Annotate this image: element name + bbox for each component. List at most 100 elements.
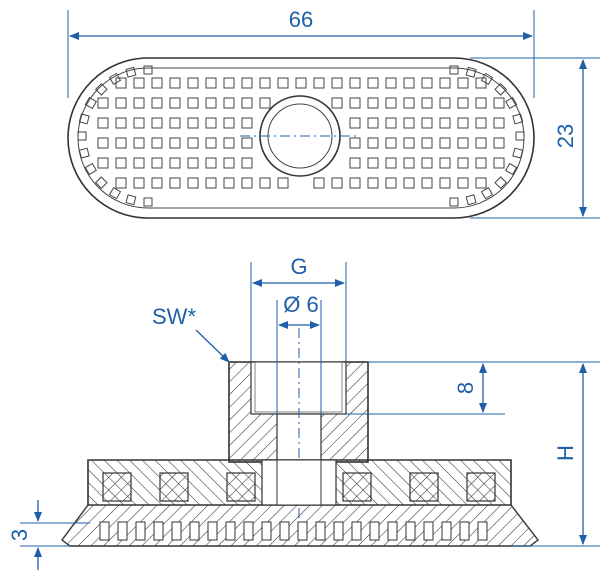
grid-cell xyxy=(115,97,127,109)
lip-slots xyxy=(99,521,488,541)
grid-cell xyxy=(151,157,163,169)
lip-slot xyxy=(351,521,362,541)
edge-cell xyxy=(108,72,122,85)
grid-cell xyxy=(331,177,343,189)
lip-slot xyxy=(225,521,236,541)
grid-cell xyxy=(133,157,145,169)
lip-slot xyxy=(99,521,110,541)
grid-cell xyxy=(277,77,289,89)
grid-cell xyxy=(241,77,253,89)
lip-slot xyxy=(243,521,254,541)
grid-cell xyxy=(133,177,145,189)
grid-cell xyxy=(493,117,505,129)
grid-cell xyxy=(439,137,451,149)
grid-cell xyxy=(241,137,253,149)
grid-cell xyxy=(151,137,163,149)
wrench-size-label: SW* xyxy=(152,304,196,329)
grid-cell xyxy=(349,137,361,149)
grid-cell xyxy=(367,157,379,169)
grid-cell xyxy=(223,97,235,109)
grid-cell xyxy=(403,77,415,89)
grid-cell xyxy=(151,97,163,109)
lip-slot xyxy=(135,521,146,541)
grid-cell xyxy=(205,77,217,89)
grid-cell xyxy=(331,77,343,89)
top-view xyxy=(67,57,535,219)
suction-pad-inner-outline xyxy=(77,67,525,209)
grid-cell xyxy=(151,77,163,89)
edge-cell xyxy=(143,65,153,75)
edge-cell xyxy=(465,66,477,78)
grid-cell xyxy=(187,137,199,149)
grid-cell xyxy=(349,97,361,109)
lip-slot xyxy=(387,521,398,541)
grid-cell xyxy=(349,157,361,169)
grid-cell xyxy=(169,157,181,169)
lip-slot xyxy=(261,521,272,541)
grid-cell xyxy=(367,97,379,109)
grid-cell xyxy=(187,97,199,109)
grid-cell xyxy=(259,97,271,109)
grid-cell xyxy=(187,177,199,189)
edge-cell xyxy=(77,131,87,141)
edge-cell xyxy=(449,197,459,207)
lip-slot xyxy=(441,521,452,541)
edge-cell xyxy=(512,147,524,159)
grid-cell xyxy=(115,177,127,189)
grid-cell xyxy=(385,97,397,109)
edge-cell xyxy=(125,194,137,206)
grid-cell xyxy=(457,97,469,109)
dimension-bore: Ø 6 xyxy=(276,292,322,414)
dimension-depth: 8 xyxy=(346,361,600,415)
grid-cell xyxy=(151,177,163,189)
wrench-size-leader: SW* xyxy=(152,304,230,363)
grid-cell xyxy=(421,137,433,149)
grid-cell xyxy=(313,77,325,89)
grid-cell xyxy=(457,177,469,189)
dimension-width: 66 xyxy=(67,7,535,98)
grid-cell xyxy=(223,117,235,129)
grid-cell xyxy=(457,117,469,129)
grid-cell xyxy=(205,157,217,169)
lip-dimension-label: 3 xyxy=(7,529,32,541)
grid-cell xyxy=(439,157,451,169)
thread-dimension-label: G xyxy=(290,254,307,279)
grid-cell xyxy=(223,137,235,149)
grid-cell xyxy=(421,157,433,169)
grid-cell xyxy=(259,77,271,89)
grid-cell xyxy=(169,77,181,89)
grid-cell xyxy=(439,97,451,109)
grid-cell xyxy=(223,157,235,169)
edge-cell xyxy=(84,162,97,176)
grid-cell xyxy=(187,77,199,89)
grid-cell xyxy=(403,117,415,129)
lip-slot xyxy=(459,521,470,541)
grid-cell xyxy=(205,177,217,189)
height-dimension-label: 23 xyxy=(553,124,578,148)
edge-cell xyxy=(449,65,459,75)
grid-cell xyxy=(439,77,451,89)
grid-cell xyxy=(457,77,469,89)
edge-cell xyxy=(108,187,122,200)
grid-cell xyxy=(115,137,127,149)
grid-cell xyxy=(475,97,487,109)
lip-slot xyxy=(297,521,308,541)
grid-cell xyxy=(187,157,199,169)
grid-cell xyxy=(187,117,199,129)
grid-cell xyxy=(133,77,145,89)
grid-cell xyxy=(205,117,217,129)
grid-cell xyxy=(241,97,253,109)
grid-cell xyxy=(169,117,181,129)
grid-cell xyxy=(313,177,325,189)
grid-cell xyxy=(115,77,127,89)
pad-inserts xyxy=(102,472,496,502)
grid-cell xyxy=(169,97,181,109)
grid-cell xyxy=(97,137,109,149)
lip-slot xyxy=(369,521,380,541)
grid-cell xyxy=(385,157,397,169)
edge-cell xyxy=(515,131,525,141)
depth-dimension-label: 8 xyxy=(453,382,478,394)
grid-cell xyxy=(295,77,307,89)
grid-cell xyxy=(475,77,487,89)
